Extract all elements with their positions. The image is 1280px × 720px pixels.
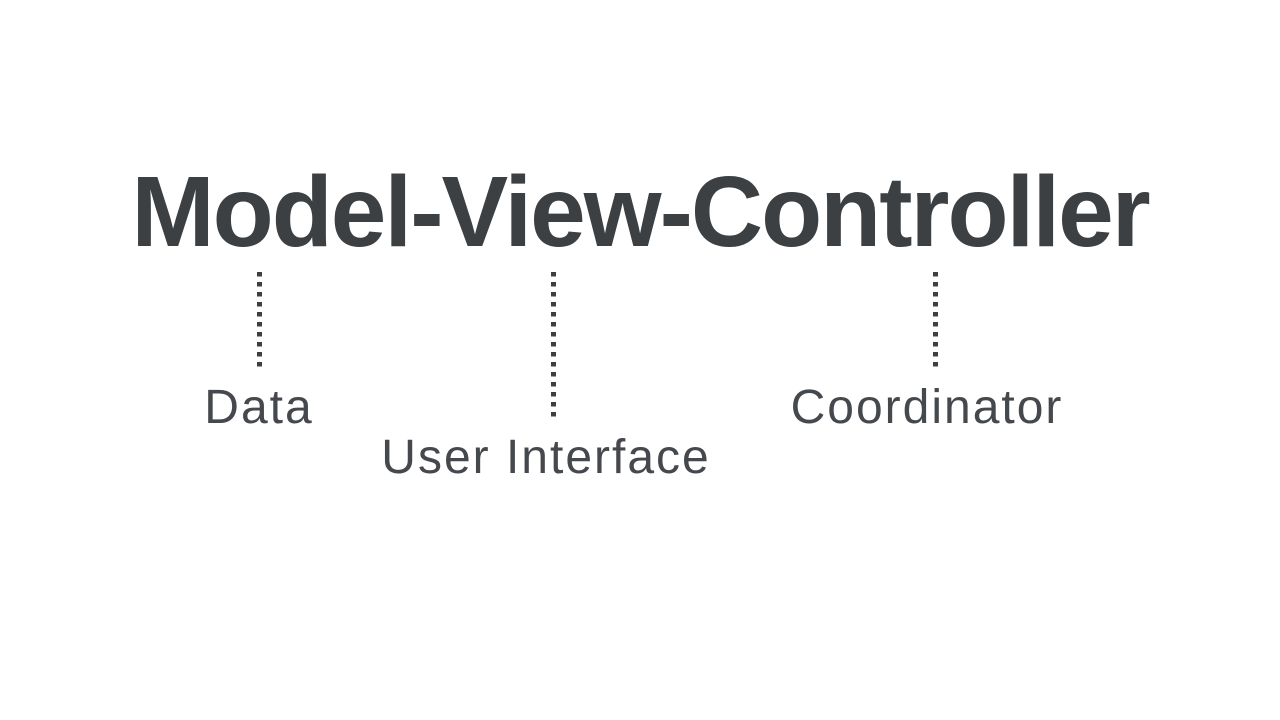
dotted-connector-view [551,272,556,420]
dotted-connector-controller [933,272,938,369]
label-model-data: Data [204,381,314,434]
label-controller-coordinator: Coordinator [790,381,1064,434]
label-view-user-interface: User Interface [381,431,711,484]
dotted-connector-model [257,272,262,371]
diagram-title: Model-View-Controller [131,156,1150,268]
